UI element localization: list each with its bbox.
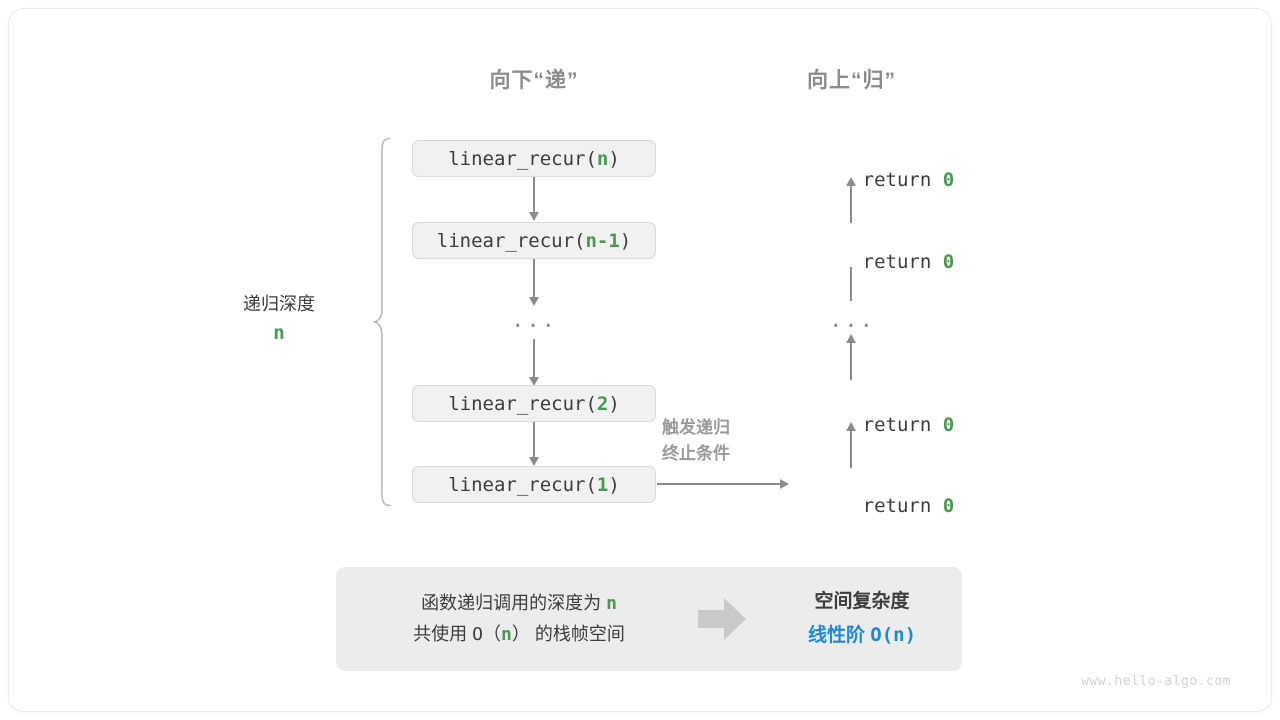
call-box-1: linear_recur(1) xyxy=(412,466,656,503)
summary-line1-n: n xyxy=(606,592,617,614)
diagram-frame: 向下“递” 向上“归” 递归深度 n linear_recur(n) linea… xyxy=(9,9,1271,711)
arrow-up-3 xyxy=(850,342,852,380)
ellipsis-up: ... xyxy=(829,308,875,333)
ellipsis-down: ... xyxy=(511,308,557,333)
call-argument: n xyxy=(596,147,609,170)
arrow-up-segment-2 xyxy=(850,267,852,301)
recursion-depth-brace xyxy=(371,137,393,507)
call-argument: 1 xyxy=(596,473,609,496)
return-statement-n-minus-1: return 0 xyxy=(794,229,955,295)
complexity-expression: O(n) xyxy=(870,623,917,646)
return-statement-n: return 0 xyxy=(794,147,955,213)
arrow-base-case xyxy=(657,483,781,485)
summary-line2-n: n xyxy=(501,624,512,645)
call-prefix: linear_recur( xyxy=(448,392,597,415)
summary-panel: 函数递归调用的深度为 n 共使用 O（n） 的栈帧空间 空间复杂度 线性阶 O(… xyxy=(336,567,962,671)
summary-line2-suffix: 的栈帧空间 xyxy=(529,624,625,644)
call-argument: n-1 xyxy=(585,229,620,252)
arrow-up-1 xyxy=(850,185,852,223)
recursion-depth-value: n xyxy=(273,321,285,344)
call-suffix: ) xyxy=(608,147,620,170)
arrow-up-4 xyxy=(850,430,852,468)
call-argument: 2 xyxy=(596,392,609,415)
return-keyword: return xyxy=(862,169,943,191)
return-value: 0 xyxy=(942,169,955,191)
complexity-label: 线性阶 xyxy=(807,624,871,646)
call-suffix: ) xyxy=(619,229,632,252)
call-box-2: linear_recur(2) xyxy=(412,385,656,422)
watermark: www.hello-algo.com xyxy=(1081,674,1231,689)
return-keyword: return xyxy=(862,251,943,273)
call-box-n: linear_recur(n) xyxy=(412,140,656,177)
return-value: 0 xyxy=(942,414,955,436)
call-suffix: ) xyxy=(608,473,620,496)
recursion-depth-text: 递归深度 xyxy=(243,294,315,314)
space-complexity-value: 线性阶 O(n) xyxy=(762,619,962,652)
return-keyword: return xyxy=(862,495,943,517)
recursion-depth-label: 递归深度 n xyxy=(189,291,369,348)
summary-line2-o-close: ） xyxy=(511,624,530,645)
arrow-down-1 xyxy=(533,177,535,213)
trigger-termination-note: 触发递归 终止条件 xyxy=(662,415,730,466)
return-statement-1: return 0 xyxy=(794,473,955,539)
call-prefix: linear_recur( xyxy=(448,473,597,496)
call-prefix: linear_recur( xyxy=(448,147,597,170)
summary-line1-prefix: 函数递归调用的深度为 xyxy=(421,592,607,613)
trigger-note-line2: 终止条件 xyxy=(662,443,730,463)
arrow-down-3 xyxy=(533,339,535,378)
return-value: 0 xyxy=(942,495,955,517)
summary-line2-prefix: 共使用 xyxy=(413,624,473,644)
return-keyword: return xyxy=(862,414,943,436)
arrow-down-4 xyxy=(533,422,535,458)
column-header-up: 向上“归” xyxy=(807,69,896,92)
call-suffix: ) xyxy=(608,392,620,415)
arrow-down-2 xyxy=(533,259,535,298)
summary-line2-o-open: O（ xyxy=(472,624,501,645)
summary-right-text: 空间复杂度 线性阶 O(n) xyxy=(762,586,962,652)
call-box-n-minus-1: linear_recur(n-1) xyxy=(412,222,656,259)
space-complexity-title: 空间复杂度 xyxy=(814,591,910,613)
return-statement-2: return 0 xyxy=(794,392,955,458)
trigger-note-line1: 触发递归 xyxy=(662,418,730,437)
right-arrow-icon xyxy=(696,598,750,640)
return-value: 0 xyxy=(942,251,955,273)
column-header-down: 向下“递” xyxy=(489,69,579,92)
call-prefix: linear_recur( xyxy=(436,229,586,252)
summary-left-text: 函数递归调用的深度为 n 共使用 O（n） 的栈帧空间 xyxy=(336,588,684,651)
